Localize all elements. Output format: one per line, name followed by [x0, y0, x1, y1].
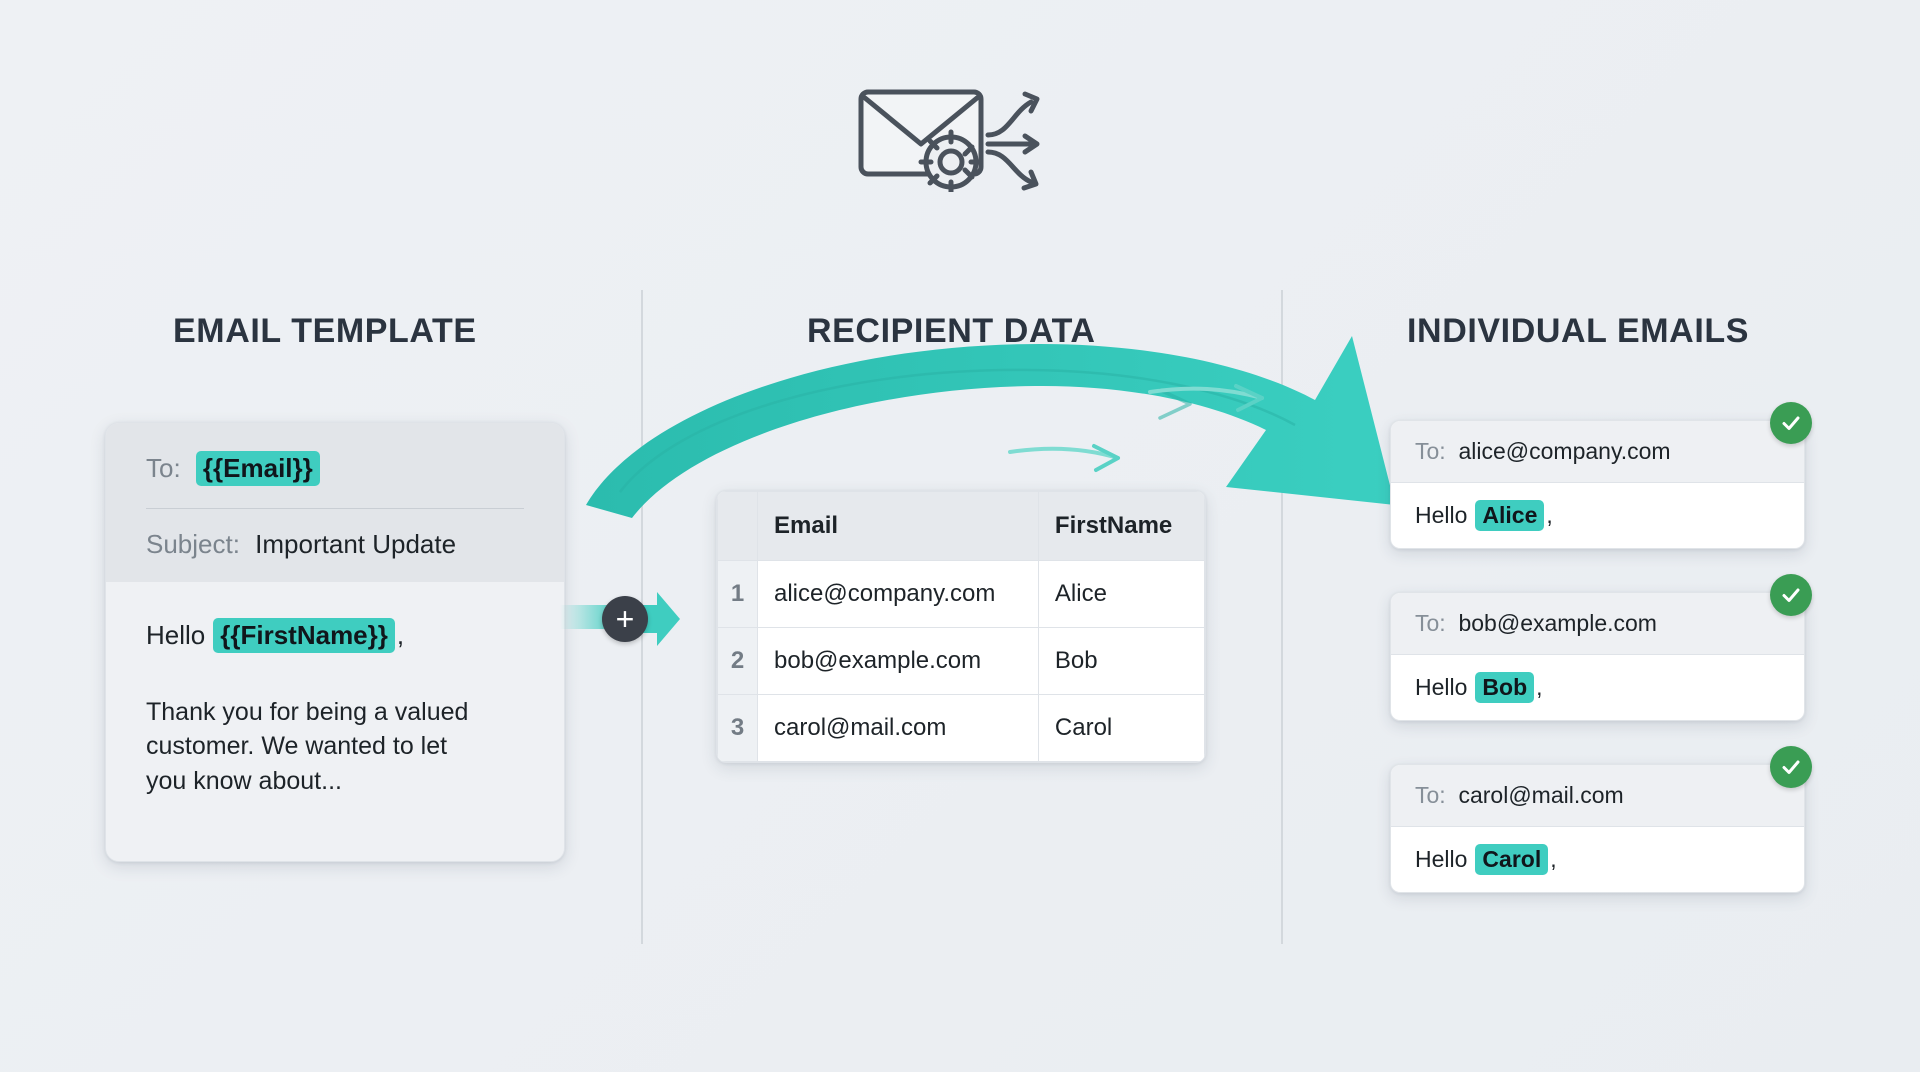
template-separator [146, 508, 524, 509]
email-greeting-comma: , [1550, 846, 1557, 872]
template-subject-value: Important Update [255, 529, 457, 559]
row-firstname: Carol [1037, 694, 1205, 762]
row-index: 2 [717, 627, 758, 695]
table-header-email: Email [757, 491, 1039, 561]
email-greeting-label: Hello [1415, 846, 1468, 872]
email-template-card[interactable]: To: {{Email}} Subject: Important Update … [105, 422, 565, 862]
merge-connector: + [560, 588, 680, 650]
template-to-row: To: {{Email}} [146, 451, 524, 486]
template-to-label: To: [146, 453, 188, 483]
check-circle-icon [1770, 746, 1812, 788]
email-card-body: Hello Carol , [1391, 827, 1804, 892]
email-to-label: To: [1415, 438, 1453, 464]
row-firstname: Alice [1037, 560, 1205, 628]
email-to-value: carol@mail.com [1458, 782, 1624, 808]
email-merged-name: Bob [1475, 672, 1535, 703]
email-to-label: To: [1415, 782, 1453, 808]
template-greeting-label: Hello [146, 620, 206, 650]
email-card-body: Hello Alice , [1391, 483, 1804, 548]
table-header-row: Email FirstName [717, 491, 1205, 561]
row-index: 1 [717, 560, 758, 628]
merge-plus-badge[interactable]: + [602, 596, 648, 642]
table-row[interactable]: 3 carol@mail.com Carol [717, 694, 1205, 762]
row-firstname: Bob [1037, 627, 1205, 695]
template-email-token: {{Email}} [195, 451, 320, 486]
email-template-body: Hello {{FirstName}} , Thank you for bein… [106, 582, 564, 861]
template-subject-label: Subject: [146, 529, 248, 559]
table-row[interactable]: 1 alice@company.com Alice [717, 560, 1205, 628]
column-title-individual-emails: INDIVIDUAL EMAILS [1407, 312, 1750, 350]
email-card-header: To: bob@example.com [1391, 593, 1804, 655]
email-merged-name: Alice [1475, 500, 1545, 531]
template-greeting-comma: , [396, 620, 405, 650]
column-title-recipient-data: RECIPIENT DATA [807, 312, 1096, 350]
row-email: carol@mail.com [757, 694, 1039, 762]
template-firstname-token: {{FirstName}} [213, 618, 395, 653]
email-card-header: To: carol@mail.com [1391, 765, 1804, 827]
individual-email-card[interactable]: To: bob@example.com Hello Bob , [1390, 592, 1805, 721]
template-body-paragraph: Thank you for being a valued customer. W… [146, 698, 469, 795]
table-row[interactable]: 2 bob@example.com Bob [717, 627, 1205, 695]
email-template-header: To: {{Email}} Subject: Important Update [106, 423, 564, 582]
row-index: 3 [717, 694, 758, 762]
email-greeting-comma: , [1546, 502, 1553, 528]
row-email: bob@example.com [757, 627, 1039, 695]
section-divider-right [1281, 290, 1283, 944]
column-title-email-template: EMAIL TEMPLATE [173, 312, 477, 350]
email-card-header: To: alice@company.com [1391, 421, 1804, 483]
table-header-index [717, 491, 758, 561]
email-card-body: Hello Bob , [1391, 655, 1804, 720]
template-greeting-row: Hello {{FirstName}} , [146, 618, 524, 653]
envelope-gear-arrows-icon [855, 72, 1065, 195]
individual-email-card[interactable]: To: alice@company.com Hello Alice , [1390, 420, 1805, 549]
table-header-firstname: FirstName [1037, 491, 1205, 561]
check-circle-icon [1770, 402, 1812, 444]
email-greeting-comma: , [1536, 674, 1543, 700]
email-merged-name: Carol [1475, 844, 1549, 875]
check-circle-icon [1770, 574, 1812, 616]
template-subject-row: Subject: Important Update [146, 529, 524, 560]
email-to-value: bob@example.com [1458, 610, 1657, 636]
email-greeting-label: Hello [1415, 674, 1468, 700]
recipient-data-table[interactable]: Email FirstName 1 alice@company.com Alic… [716, 490, 1206, 763]
individual-email-card[interactable]: To: carol@mail.com Hello Carol , [1390, 764, 1805, 893]
email-to-value: alice@company.com [1458, 438, 1671, 464]
row-email: alice@company.com [757, 560, 1039, 628]
email-greeting-label: Hello [1415, 502, 1468, 528]
email-to-label: To: [1415, 610, 1453, 636]
